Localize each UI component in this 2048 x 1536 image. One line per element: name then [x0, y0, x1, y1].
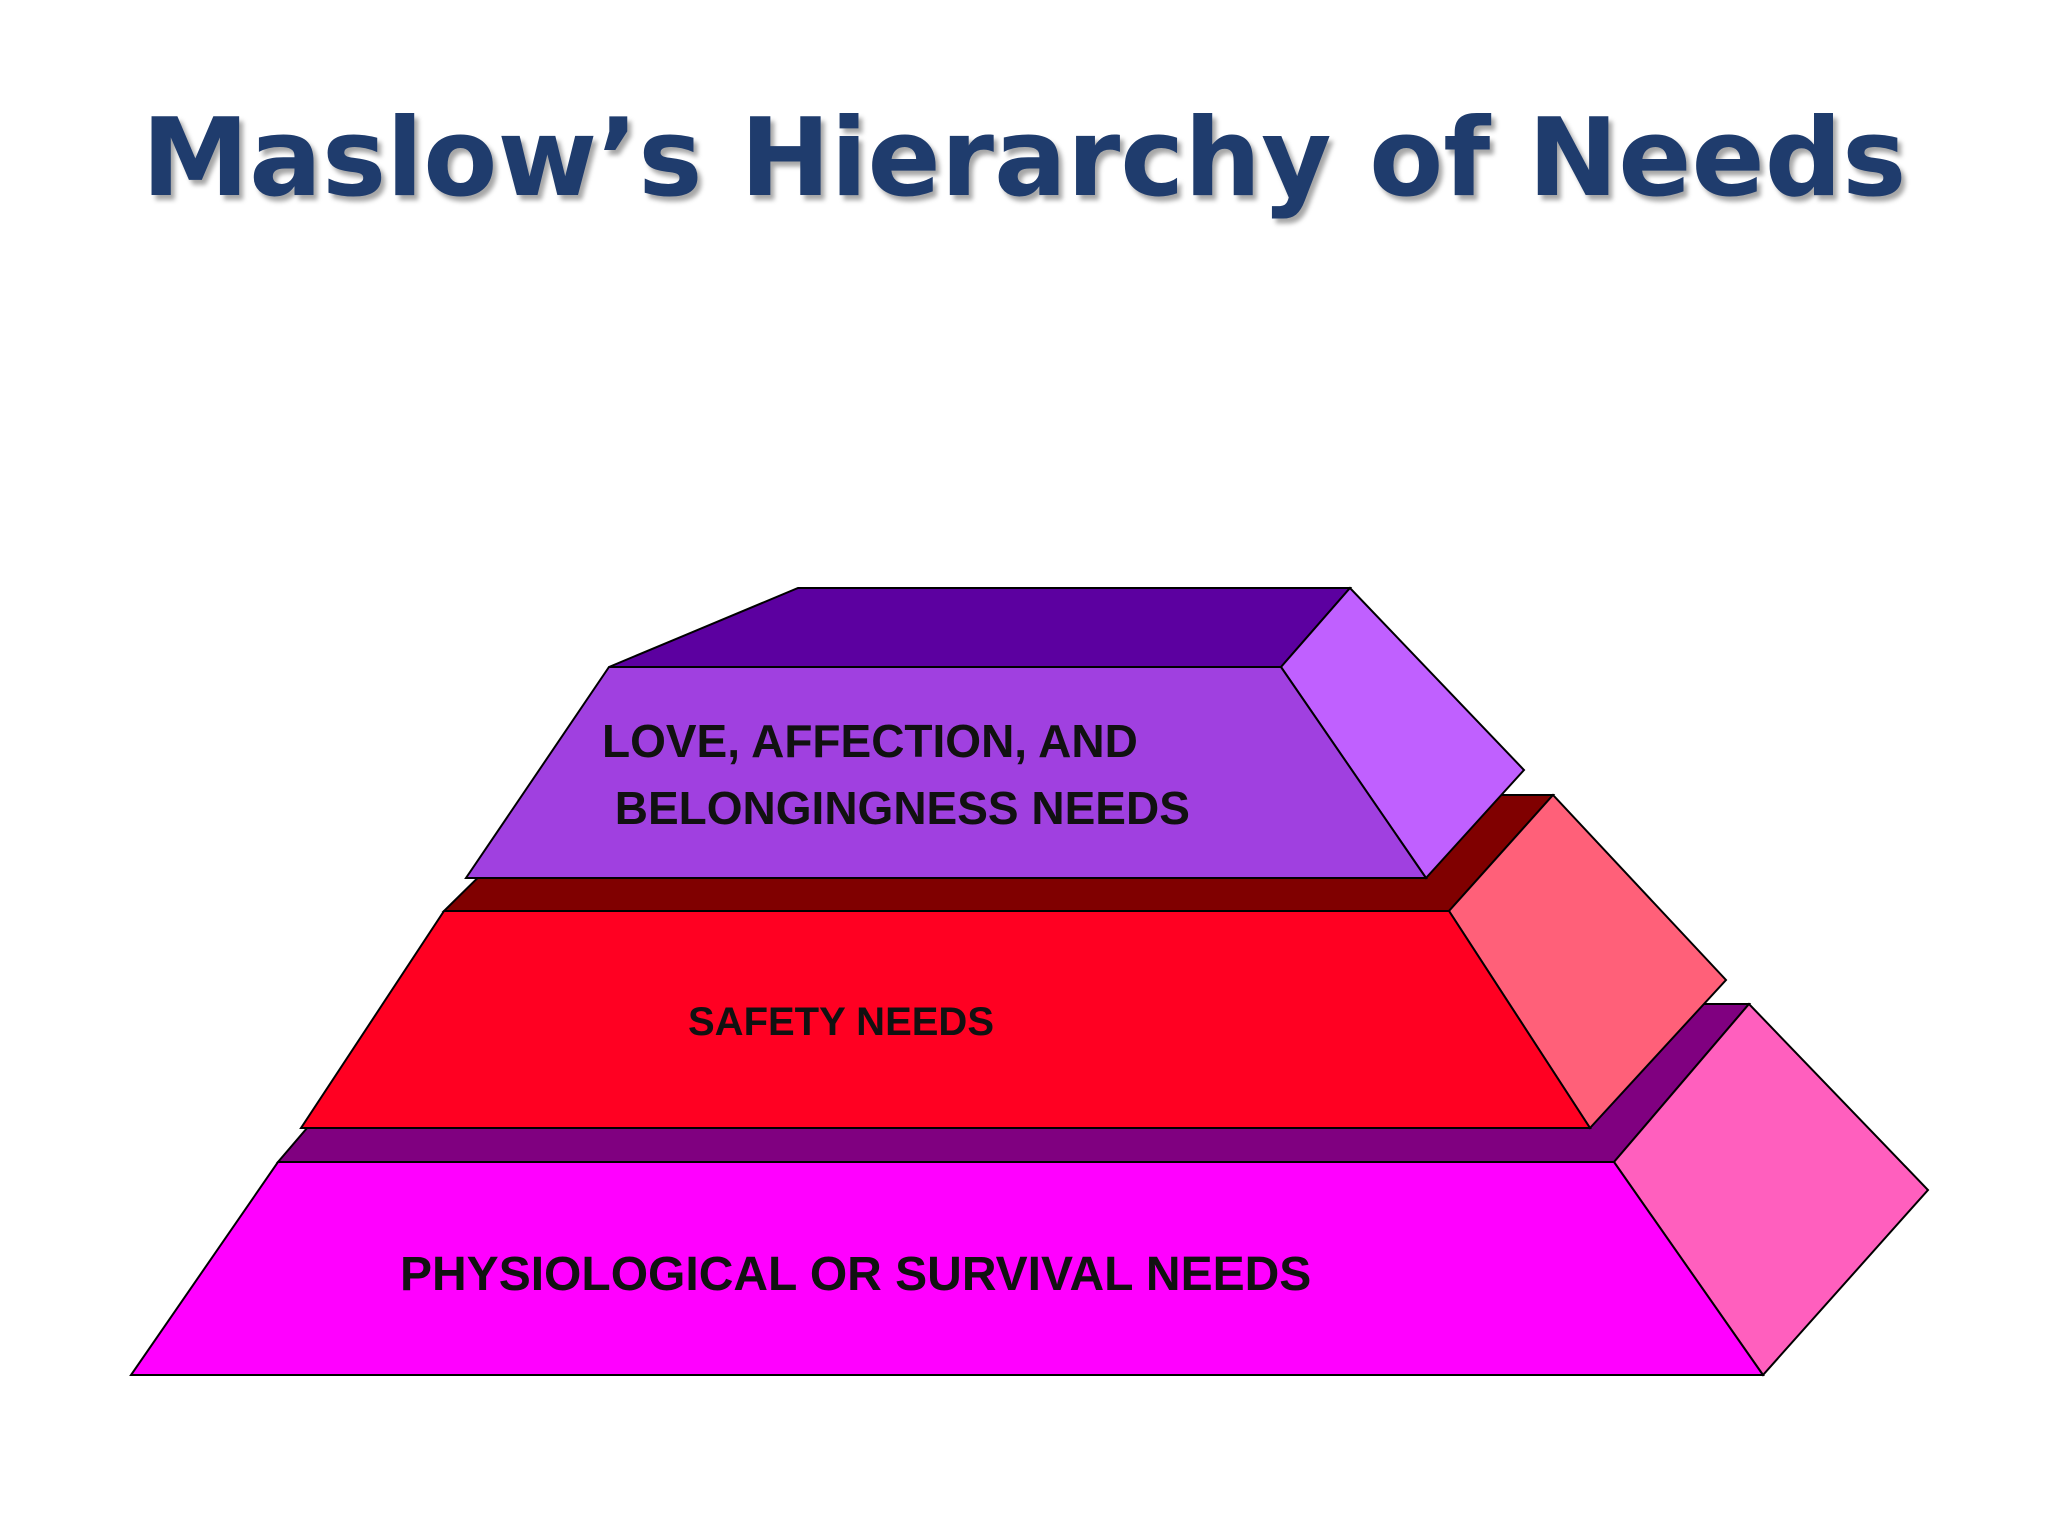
- tier-physiological-label-line: PHYSIOLOGICAL OR SURVIVAL NEEDS: [400, 1248, 1311, 1301]
- tier-safety-label: SAFETY NEEDS: [688, 1000, 994, 1044]
- tier-safety-label-line: SAFETY NEEDS: [688, 1000, 994, 1044]
- tier-safety-front-face: [299, 910, 1592, 1129]
- tier-love-belonging: LOVE, AFFECTION, AND BELONGINGNESS NEEDS: [464, 586, 1526, 880]
- tier-love-belonging-front-face: [464, 666, 1428, 879]
- tier-love-belonging-label-line-1: LOVE, AFFECTION, AND: [602, 715, 1138, 767]
- tier-love-belonging-label: LOVE, AFFECTION, AND BELONGINGNESS NEEDS: [602, 715, 1254, 834]
- tier-love-belonging-label-line-2: BELONGINGNESS NEEDS: [602, 782, 1190, 834]
- tier-physiological-front-face: [129, 1161, 1765, 1376]
- tier-physiological-label: PHYSIOLOGICAL OR SURVIVAL NEEDS: [400, 1248, 1311, 1301]
- tier-love-belonging-top-face: [608, 587, 1353, 668]
- slide-title: Maslow’s Hierarchy of Needs: [141, 96, 1907, 221]
